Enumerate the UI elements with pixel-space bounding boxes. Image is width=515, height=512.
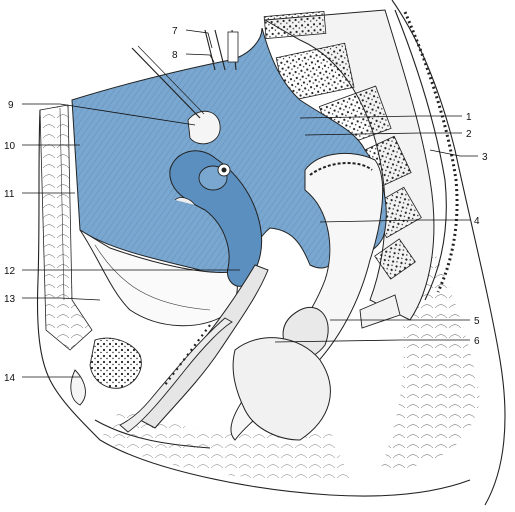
label-2: 2 (466, 129, 472, 140)
rectum-fold (309, 162, 373, 176)
ligament-thread (131, 47, 201, 119)
bladder-wall-line (94, 244, 211, 311)
rectus-sheath-line (59, 107, 65, 301)
ovary (187, 110, 221, 145)
lower-rectum (232, 337, 331, 441)
body-contour-front (36, 109, 471, 497)
label-10: 10 (4, 141, 16, 152)
body-contour-back (391, 0, 506, 506)
label-13: 13 (4, 294, 16, 305)
label-4: 4 (474, 216, 480, 227)
label-9: 9 (8, 100, 14, 111)
lower-soft-tissue (100, 410, 350, 481)
label-leaders (22, 29, 478, 378)
label-12: 12 (4, 266, 16, 277)
label-11: 11 (4, 189, 15, 200)
round-ligament (174, 197, 196, 206)
label-1: 1 (466, 112, 472, 123)
perineum (94, 419, 211, 449)
urethra (119, 317, 233, 433)
label-6: 6 (474, 336, 480, 347)
label-14: 14 (4, 373, 16, 384)
sacral-canal (394, 9, 447, 301)
urethra-rugae (164, 324, 211, 386)
label-numbers: 1 2 3 4 5 6 7 8 9 10 11 12 13 14 (4, 26, 488, 384)
label-3: 3 (482, 152, 488, 163)
label-5: 5 (474, 316, 480, 327)
labia (70, 369, 86, 406)
peritoneum-hatching (72, 28, 387, 281)
pubic-symphysis (89, 337, 142, 389)
label-8: 8 (172, 50, 178, 61)
label-7: 7 (172, 26, 178, 37)
sacrum (263, 9, 435, 321)
